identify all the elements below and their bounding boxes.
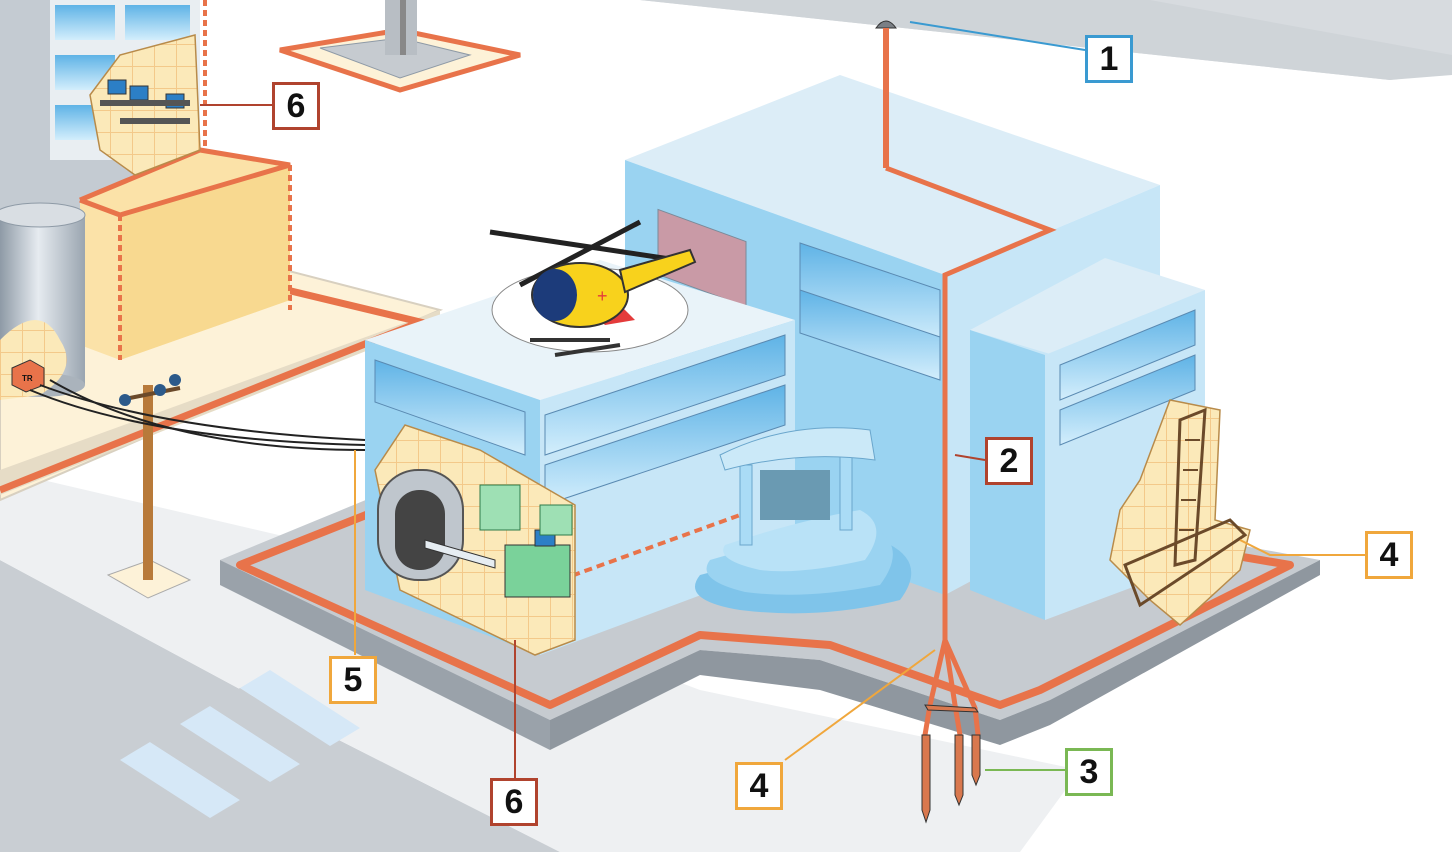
callout-5: 5 bbox=[329, 656, 377, 704]
utility-pole-icon bbox=[29, 374, 366, 599]
leader-lines bbox=[200, 21, 1365, 780]
lightning-rod-icon bbox=[875, 20, 897, 168]
entrance-rotunda bbox=[695, 427, 912, 614]
svg-text:+: + bbox=[597, 286, 608, 306]
crosswalk bbox=[120, 670, 360, 818]
callout-6-top: 6 bbox=[272, 82, 320, 130]
plaza-base bbox=[279, 0, 521, 93]
storage-tank: TR bbox=[0, 202, 86, 400]
transformer-label: TR bbox=[22, 374, 33, 383]
callout-4-right: 4 bbox=[1365, 531, 1413, 579]
helicopter-icon: + bbox=[489, 219, 697, 357]
callout-6-bottom: 6 bbox=[490, 778, 538, 826]
mri-room-cutaway bbox=[374, 424, 576, 656]
cable-tray-cutaway bbox=[1109, 399, 1251, 626]
office-cutaway bbox=[89, 34, 201, 176]
computer-workstation-icon bbox=[100, 79, 190, 124]
mri-scanner-icon bbox=[377, 469, 573, 598]
callout-3: 3 bbox=[1065, 748, 1113, 796]
cream-block bbox=[79, 147, 292, 360]
callout-2: 2 bbox=[985, 437, 1033, 485]
earth-electrodes bbox=[921, 704, 981, 824]
transformer-icon: TR bbox=[11, 359, 45, 393]
callout-4-bottom: 4 bbox=[735, 762, 783, 810]
callout-1: 1 bbox=[1085, 35, 1133, 83]
